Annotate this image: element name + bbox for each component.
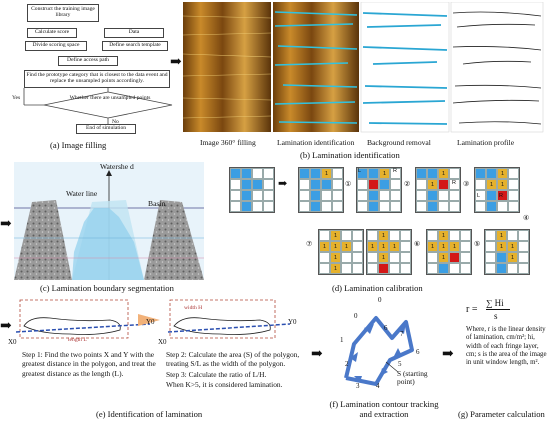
e-length-label: length L <box>68 337 87 343</box>
data-box: Data <box>104 28 164 38</box>
c-watershed-label: Watershe d <box>100 162 134 171</box>
d-arrow-1: ➡ <box>278 178 288 190</box>
f-n2: 2 <box>345 360 349 368</box>
b-label-bg: Background removal <box>367 138 431 147</box>
d-step-7: ⑦ <box>306 240 313 248</box>
b-label-profile: Lamination profile <box>457 138 515 147</box>
g-description: Where, r is the linear density of lamina… <box>466 326 547 367</box>
f-n6b: 6 <box>384 324 388 332</box>
b-images <box>183 2 544 133</box>
whether-text: Whether there are unsampled points <box>69 95 151 101</box>
caption-d: (d) Lamination calibration <box>332 283 423 293</box>
template-text: Define search template <box>109 42 161 49</box>
arrow-e-to-f: ➡ <box>311 347 323 362</box>
divide-text: Divide scoring space <box>32 42 80 49</box>
arrow-a-to-b: ➡ <box>170 55 182 70</box>
d-step-5: ⑤ <box>474 240 481 248</box>
c-segmentation-figure <box>14 162 204 280</box>
flow-connectors <box>23 88 173 124</box>
yes-label: Yes <box>12 95 21 101</box>
e-y0b-label: Y0 <box>288 318 297 326</box>
d-step-1: ① <box>345 180 352 188</box>
f-n3: 3 <box>356 382 360 390</box>
no-label: No <box>112 119 119 125</box>
f-contour <box>344 316 414 386</box>
f-n5: 5 <box>398 360 402 368</box>
e-step-2: Step 2: Calculate the area (S) of the po… <box>166 350 300 369</box>
d-step-4: ④ <box>523 214 530 222</box>
d-grid-1 <box>229 167 275 213</box>
caption-c: (c) Lamination boundary segmentation <box>40 283 174 293</box>
caption-g: (g) Parameter calculation <box>458 409 545 419</box>
arrow-f-to-g: ➡ <box>442 347 454 362</box>
d-grid-3: 1 <box>356 167 402 213</box>
path-text: Define access path <box>67 57 109 64</box>
template-box: Define search template <box>102 41 168 51</box>
c-waterline-label: Water line <box>66 189 98 198</box>
d-L-2: L <box>477 193 481 199</box>
e-width-label: width H <box>184 305 203 311</box>
e-x0-label: X0 <box>8 338 17 346</box>
caption-b: (b) Lamination identification <box>300 150 400 160</box>
arrow-into-c: ➡ <box>0 217 12 232</box>
divide-box: Divide scoring space <box>25 41 87 51</box>
find-box: Find the prototype category that is clos… <box>24 70 170 88</box>
f-n6: 6 <box>416 348 420 356</box>
d-grid-4: 1 1 <box>415 167 461 213</box>
e-step-1: Step 1: Find the two points X and Y with… <box>22 350 156 378</box>
c-basin-label: Basin <box>148 199 166 208</box>
d-step-6: ⑥ <box>414 240 421 248</box>
arrow-into-e: ➡ <box>0 319 12 334</box>
caption-f: (f) Lamination contour tracking and extr… <box>329 399 439 419</box>
e-step-4: When K>5, it is considered lamination. <box>166 380 283 389</box>
d-step-2: ② <box>404 180 411 188</box>
e-step-3: Step 3: Calculate the ratio of L/H. <box>166 370 267 379</box>
caption-e: (e) Identification of lamination <box>96 409 203 419</box>
e-polygons <box>15 299 291 339</box>
e-y0-label: Y0 <box>146 318 155 326</box>
find-text: Find the prototype category that is clos… <box>26 72 168 84</box>
d-step-3: ③ <box>463 180 470 188</box>
d-R-3: R <box>499 193 503 199</box>
g-formula-den: s <box>494 311 498 321</box>
d-R-2: R <box>452 180 456 186</box>
calc-text: Calculate score <box>34 29 70 36</box>
construct-box: Construct the training image library <box>27 4 99 22</box>
d-R-1: R <box>393 168 397 174</box>
d-grid-2: 1 <box>298 167 344 213</box>
calc-box: Calculate score <box>27 28 77 38</box>
g-formula-lhs: r = <box>466 304 478 315</box>
f-n1: 1 <box>340 336 344 344</box>
end-text: End of simulation <box>85 125 127 132</box>
b-label-ident: Lamination identification <box>277 138 355 147</box>
end-box: End of simulation <box>76 124 136 134</box>
b-label-360: Image 360° filling <box>200 138 256 147</box>
f-n0b: 0 <box>378 296 382 304</box>
caption-a: (a) Image filling <box>50 140 107 150</box>
data-text: Data <box>128 29 140 36</box>
f-n4: 4 <box>376 382 380 390</box>
g-formula-num: ∑ Hi <box>486 298 504 308</box>
f-start-label: S (starting point) <box>397 369 428 387</box>
path-box: Define access path <box>58 56 118 66</box>
f-n7: 7 <box>400 330 404 338</box>
e-x0b-label: X0 <box>158 338 167 346</box>
d-L-1: L <box>358 168 362 174</box>
g-fraction-bar <box>486 309 510 310</box>
f-n0: 0 <box>354 312 358 320</box>
construct-text: Construct the training image library <box>31 6 95 18</box>
